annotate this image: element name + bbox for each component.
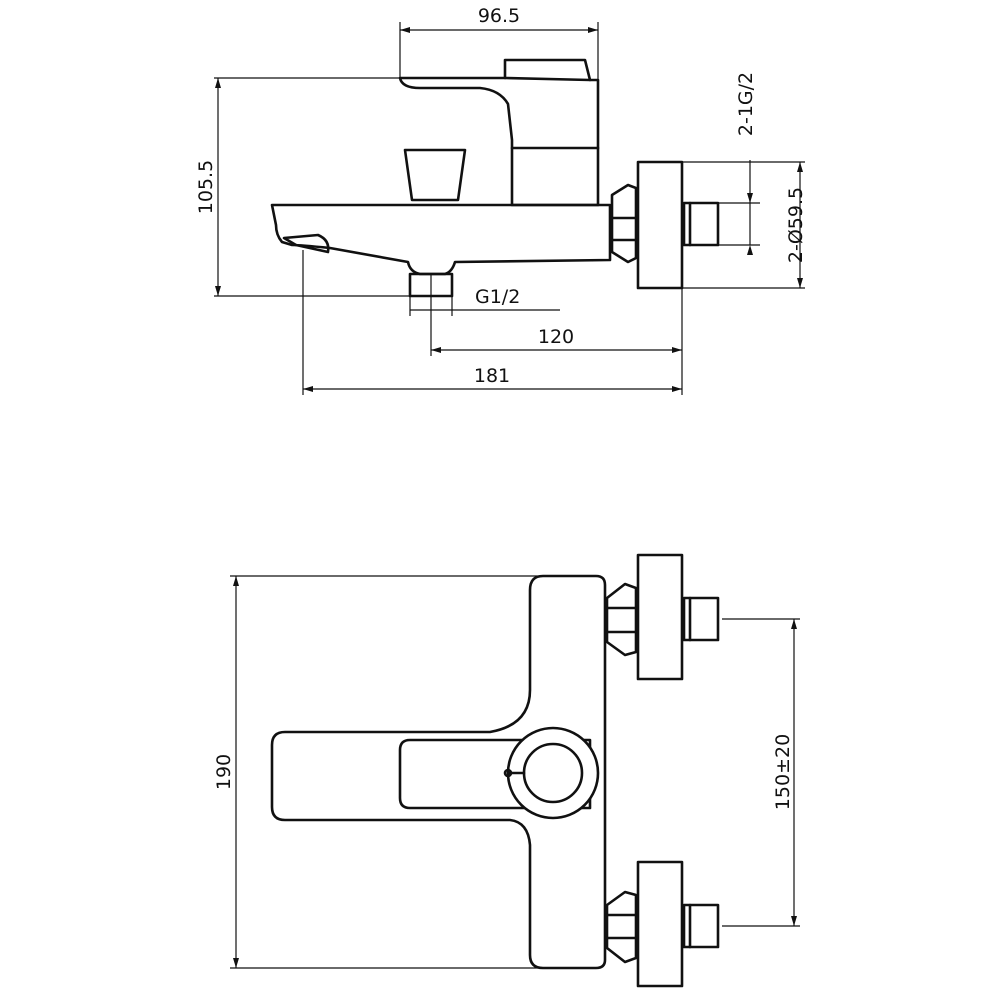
- lever-top-line: [503, 76, 592, 82]
- plan-view: 190 150±20: [213, 553, 800, 988]
- dim-2-1g-2: 2-1G/2: [735, 72, 757, 136]
- plan-top-inlet: [682, 596, 720, 642]
- dim-105-5: 105.5: [195, 160, 217, 214]
- plan-lever-recess: [398, 738, 592, 810]
- dim-190: 190: [213, 754, 235, 790]
- side-view: 96.5 105.5 2-1G/2 2-Ø59.5: [195, 5, 807, 395]
- plan-body: [270, 574, 607, 970]
- side-body: [398, 58, 600, 207]
- dim-g1-2: G1/2: [475, 286, 520, 308]
- plan-dimensions: 190 150±20: [213, 575, 800, 969]
- side-aerator: [282, 233, 330, 254]
- dim-120: 120: [538, 326, 574, 348]
- dim-96-5: 96.5: [478, 5, 520, 27]
- side-dimensions: 96.5 105.5 2-1G/2 2-Ø59.5: [195, 5, 807, 395]
- plan-bottom-inlet: [682, 903, 720, 949]
- side-spout: [270, 203, 612, 276]
- plan-top-hex-nut: [605, 582, 638, 657]
- side-handle-knob: [403, 148, 467, 202]
- lever-slot-end: [503, 768, 513, 778]
- plan-top-flange: [636, 553, 684, 681]
- dim-2-dia-59-5: 2-Ø59.5: [785, 187, 807, 263]
- dim-150-pm-20: 150±20: [772, 734, 794, 810]
- plan-bottom-hex-nut: [605, 890, 638, 964]
- plan-bottom-flange: [636, 860, 684, 988]
- side-hex-nut: [610, 183, 638, 264]
- dim-181: 181: [474, 365, 510, 387]
- side-flange: [636, 160, 684, 290]
